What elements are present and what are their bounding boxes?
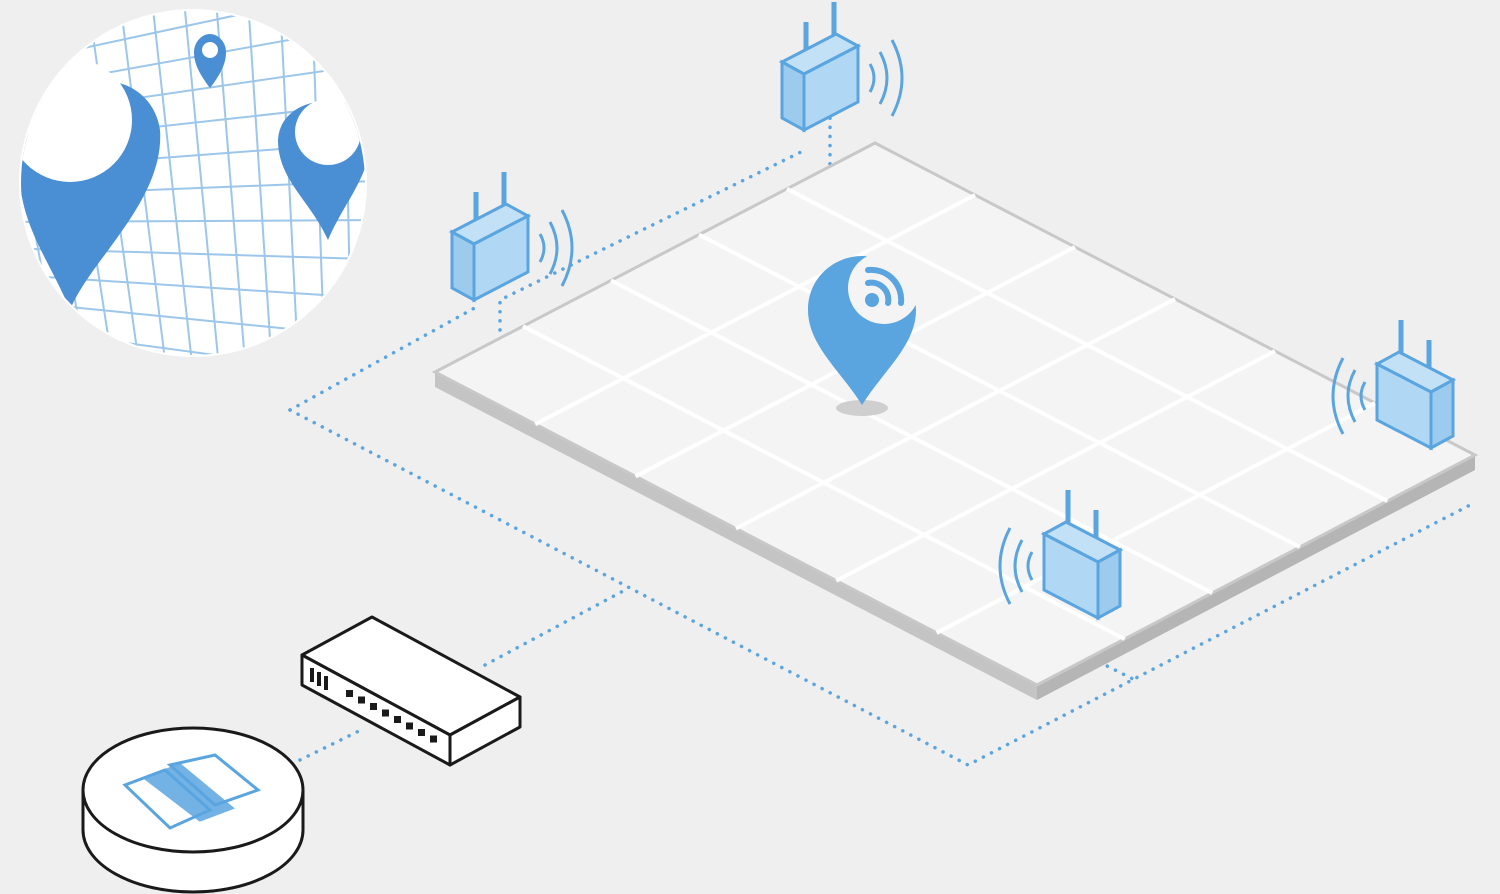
switch-port — [430, 735, 437, 743]
switch-port — [406, 722, 413, 730]
switch-port — [346, 690, 353, 697]
switch-port — [418, 729, 425, 736]
switch-vent — [310, 668, 314, 682]
switch-vent — [317, 672, 321, 686]
grid-line — [835, 349, 1276, 583]
switch-port — [358, 696, 365, 704]
switch-port — [370, 703, 377, 710]
map-street — [119, 11, 171, 355]
switch-port — [382, 709, 389, 717]
network-switch-icon — [300, 615, 522, 767]
map-street — [247, 11, 275, 355]
map-street — [183, 11, 223, 355]
database-server-icon — [81, 726, 305, 894]
grid-line — [534, 193, 976, 426]
location-pin-icon — [808, 252, 920, 416]
grid-line — [735, 297, 1176, 531]
map-circle-icon — [19, 9, 367, 357]
floor-plan — [431, 141, 1479, 700]
map-street — [151, 11, 197, 355]
switch-vent — [324, 676, 328, 690]
switch-port — [394, 716, 401, 723]
grid-line — [935, 401, 1376, 635]
